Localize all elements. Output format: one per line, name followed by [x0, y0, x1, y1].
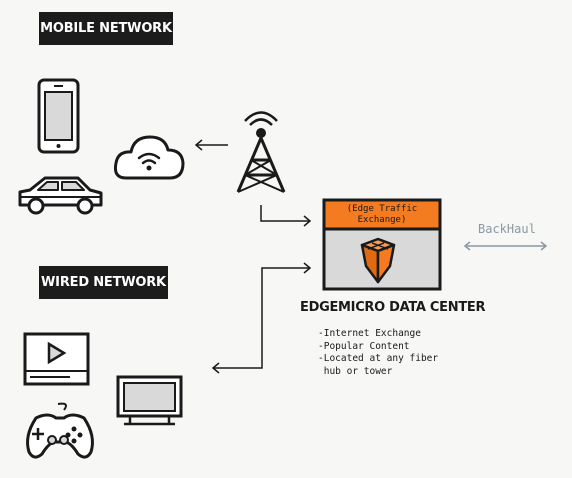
television-icon	[116, 375, 183, 426]
data-center-box	[322, 198, 442, 291]
backhaul-label: BackHaul	[478, 222, 536, 236]
feature-item: -Located at any fiber	[318, 353, 439, 364]
wired-network-label: WIRED NETWORK	[39, 266, 168, 299]
data-center-title: EDGEMICRO DATA CENTER	[300, 300, 486, 315]
feature-item: -Popular Content	[318, 340, 410, 352]
car-icon	[18, 176, 103, 215]
server-cube-icon	[360, 237, 396, 284]
video-player-icon	[23, 332, 90, 386]
feature-item: -Internet Exchange	[318, 328, 421, 339]
backhaul-arrow	[463, 241, 548, 251]
edge-traffic-exchange-label: (Edge Traffic Exchange)	[346, 203, 418, 225]
smartphone-icon	[37, 78, 80, 154]
cloud-wifi-icon	[114, 135, 185, 180]
tower-to-cloud-arrow	[194, 139, 228, 151]
feature-item: hub or tower	[318, 365, 393, 377]
wired-to-datacenter-arrow	[211, 262, 312, 374]
mobile-network-label: MOBILE NETWORK	[39, 12, 173, 45]
cell-tower-icon	[236, 111, 286, 193]
game-controller-icon	[26, 402, 94, 459]
tower-to-datacenter-arrow	[260, 205, 312, 227]
edge-exchange-header	[322, 198, 442, 231]
data-center-features: -Internet Exchange -Popular Content -Loc…	[318, 328, 468, 378]
